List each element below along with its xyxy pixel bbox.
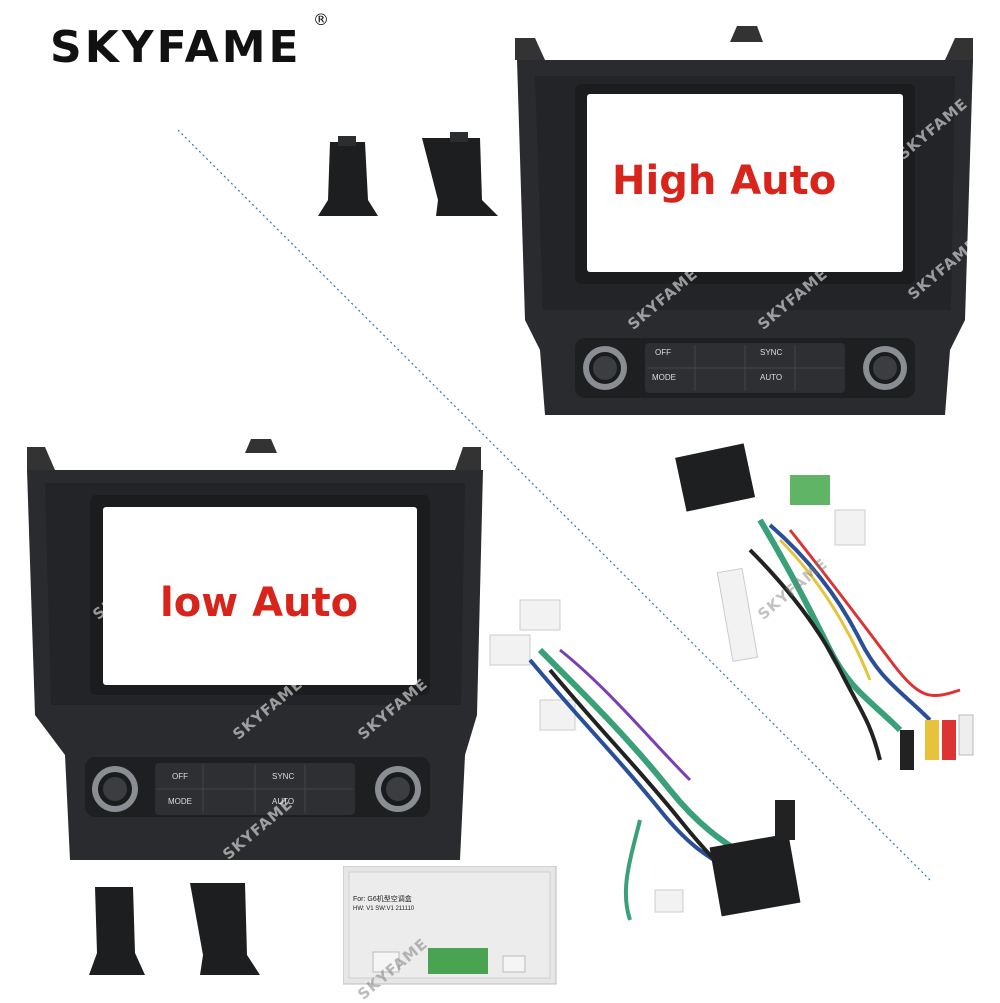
wiring-harness-upper — [675, 443, 974, 770]
brand-logo: SKYFAME — [50, 22, 302, 73]
low-sync-label: SYNC — [272, 772, 295, 781]
canbox-module — [343, 866, 557, 985]
low-auto-button-label: AUTO — [272, 797, 295, 806]
high-sync-label: SYNC — [760, 348, 783, 357]
low-off-label: OFF — [172, 772, 188, 781]
registered-mark: ® — [313, 10, 329, 29]
high-auto-button-label: AUTO — [760, 373, 783, 382]
wiring-harness-lower — [489, 599, 801, 921]
high-auto-label: High Auto — [612, 158, 837, 204]
canbox-label-line1: For: G6机型空调盒 — [353, 896, 412, 903]
mounting-brackets-top — [318, 132, 498, 216]
high-auto-frame — [515, 26, 973, 415]
high-off-label: OFF — [655, 348, 671, 357]
low-mode-label: MODE — [168, 797, 192, 806]
low-auto-frame — [27, 439, 483, 860]
low-auto-label: low Auto — [160, 580, 359, 626]
mounting-brackets-bottom — [89, 883, 260, 975]
canbox-label-line2: HW: V1 SW:V1 211110 — [353, 906, 415, 912]
high-mode-label: MODE — [652, 373, 676, 382]
